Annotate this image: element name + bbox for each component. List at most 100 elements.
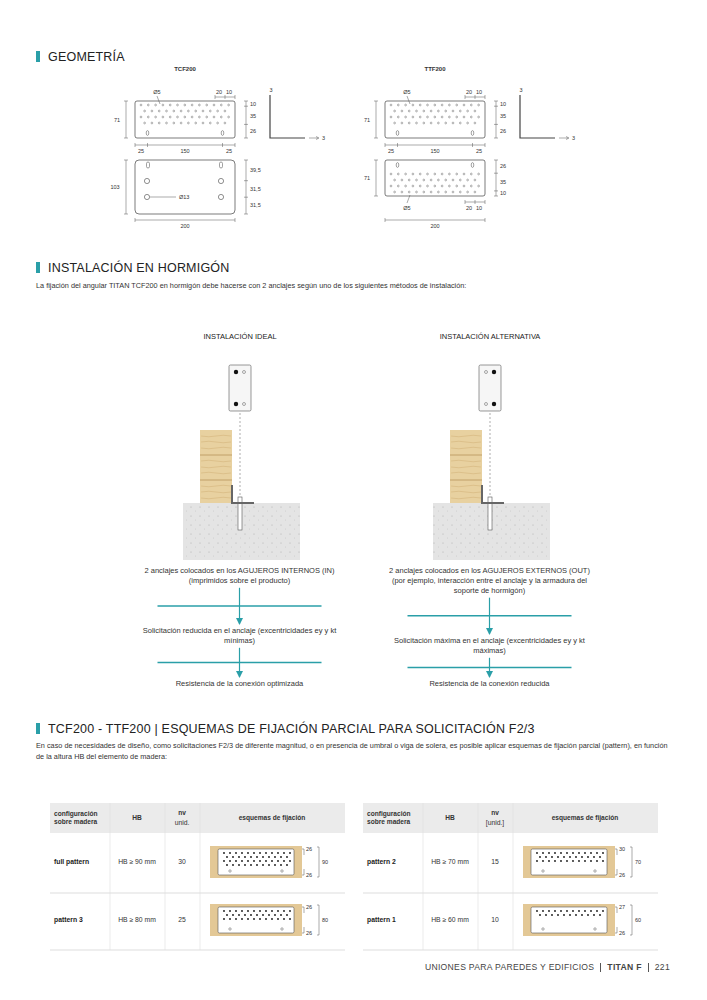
drawing-line	[450, 480, 482, 481]
drawing-line	[617, 907, 618, 913]
drawing-line	[304, 869, 305, 875]
step-text: 2 anclajes colocados en los AGUJEROS INT…	[139, 566, 340, 586]
dimension-label: 3	[519, 87, 522, 94]
figure-heading: INSTALACIÓN ALTERNATIVA	[440, 332, 541, 341]
drawing-line	[630, 935, 632, 936]
dimension-label: 10	[500, 101, 506, 108]
drawing-line	[478, 803, 479, 950]
table-header-cell: configuración sobre madera	[54, 810, 110, 826]
drawing-line	[397, 143, 398, 147]
drawing-line	[302, 933, 304, 934]
drawing-line	[317, 905, 319, 906]
drawing-line	[376, 101, 377, 138]
table-cell: 10	[491, 916, 499, 924]
drawing-line	[126, 160, 127, 214]
drawing-line	[222, 143, 223, 147]
dimension-label: 10	[500, 190, 506, 197]
drawing-line	[244, 214, 248, 215]
dimension-label: 150	[430, 148, 439, 155]
flow-step: Resistencia de la conexión reducida	[387, 677, 592, 691]
drawing-line	[302, 875, 304, 876]
dimension-label: 3	[269, 87, 272, 94]
installation-illustration	[433, 365, 550, 560]
fixing-scheme	[523, 846, 632, 878]
drawing-line	[617, 927, 618, 933]
drawing-line	[244, 138, 248, 139]
table-header-cell: esquemas de fijación	[239, 814, 306, 822]
dimension-label: 26	[619, 930, 625, 937]
drawing-line	[246, 160, 247, 214]
drawing-line	[490, 413, 491, 497]
drawing-line	[374, 138, 378, 139]
flow-step: 2 anclajes colocados en los AGUJEROS INT…	[137, 564, 342, 588]
drawing-line	[630, 847, 632, 848]
dimension-label: 200	[180, 223, 189, 230]
drawing-line	[485, 143, 486, 147]
dimension-label: Ø5	[403, 205, 410, 212]
drawing-line	[450, 455, 482, 456]
table-row-label: full pattern	[54, 858, 89, 866]
dimension-label: 25	[388, 148, 394, 155]
drawing-line	[244, 101, 248, 102]
drawing-line	[235, 95, 236, 99]
drawing-line	[126, 101, 127, 138]
drawing-line	[617, 869, 618, 875]
flow-step: Solicitación reducida en el anclaje (exc…	[137, 624, 342, 648]
dimension-label: 20	[466, 89, 472, 96]
footer-separator	[648, 963, 649, 972]
dimension-label: 10	[476, 89, 482, 96]
dimension-label: 25	[476, 148, 482, 155]
flow-step: Solicitación máxima en el anclaje (excen…	[387, 634, 592, 658]
drawing-line	[385, 218, 386, 222]
divider-bar	[408, 667, 572, 669]
drawing-line	[135, 145, 235, 146]
dimension-label: 103	[110, 184, 119, 191]
drawing-line	[50, 893, 345, 894]
dimension-label: 31,5	[250, 202, 261, 209]
dimension-label: 3	[572, 135, 575, 142]
dimension-label: 10	[250, 101, 256, 108]
drawing-line	[496, 160, 497, 196]
figure-heading: INSTALACIÓN IDEAL	[203, 332, 276, 341]
drawing-line	[235, 218, 236, 222]
drawing-line	[150, 197, 176, 198]
drawing-line	[147, 143, 148, 147]
step-text: Resistencia de la conexión optimizada	[139, 679, 340, 689]
drawing-line	[630, 905, 632, 906]
drawing-line	[374, 101, 378, 102]
bracket-drawing	[124, 95, 319, 222]
drawing-line	[407, 96, 410, 104]
drawing-line	[317, 847, 319, 848]
dimension-label: Ø13	[179, 194, 189, 201]
drawing-line	[135, 218, 136, 222]
drawing-line	[50, 950, 345, 951]
dimension-label: 3	[322, 135, 325, 142]
section-heading: TCF200 - TTF200 | ESQUEMAS DE FIJACIÓN P…	[48, 722, 535, 737]
drawing-line	[317, 877, 319, 878]
drawing-line	[304, 907, 305, 913]
dimension-label: 30	[619, 846, 625, 853]
drawing-line	[385, 145, 485, 146]
drawing-line	[632, 847, 633, 877]
dimension-label: 39,5	[250, 167, 261, 174]
drawing-line	[124, 101, 128, 102]
dimension-label: 26	[306, 904, 312, 911]
dimension-label: 35	[250, 113, 256, 120]
drawing-line	[124, 138, 128, 139]
drawing-line	[615, 907, 617, 908]
dimension-label: 70	[635, 859, 641, 866]
drawing-line	[302, 907, 304, 908]
drawing-line	[617, 849, 618, 855]
heading-marker	[36, 723, 40, 734]
table-cell: 25	[178, 916, 186, 924]
drawing-line	[319, 905, 320, 935]
dimension-label: 10	[226, 89, 232, 96]
dimension-label: 60	[635, 917, 641, 924]
dimension-label: 35	[500, 179, 506, 186]
table-cell: HB ≥ 70 mm	[431, 858, 469, 866]
drawing-line	[244, 106, 248, 107]
divider-bar	[158, 662, 322, 664]
drawing-line	[246, 101, 247, 138]
table-row-label: pattern 2	[367, 858, 396, 866]
drawing-line	[374, 196, 378, 197]
